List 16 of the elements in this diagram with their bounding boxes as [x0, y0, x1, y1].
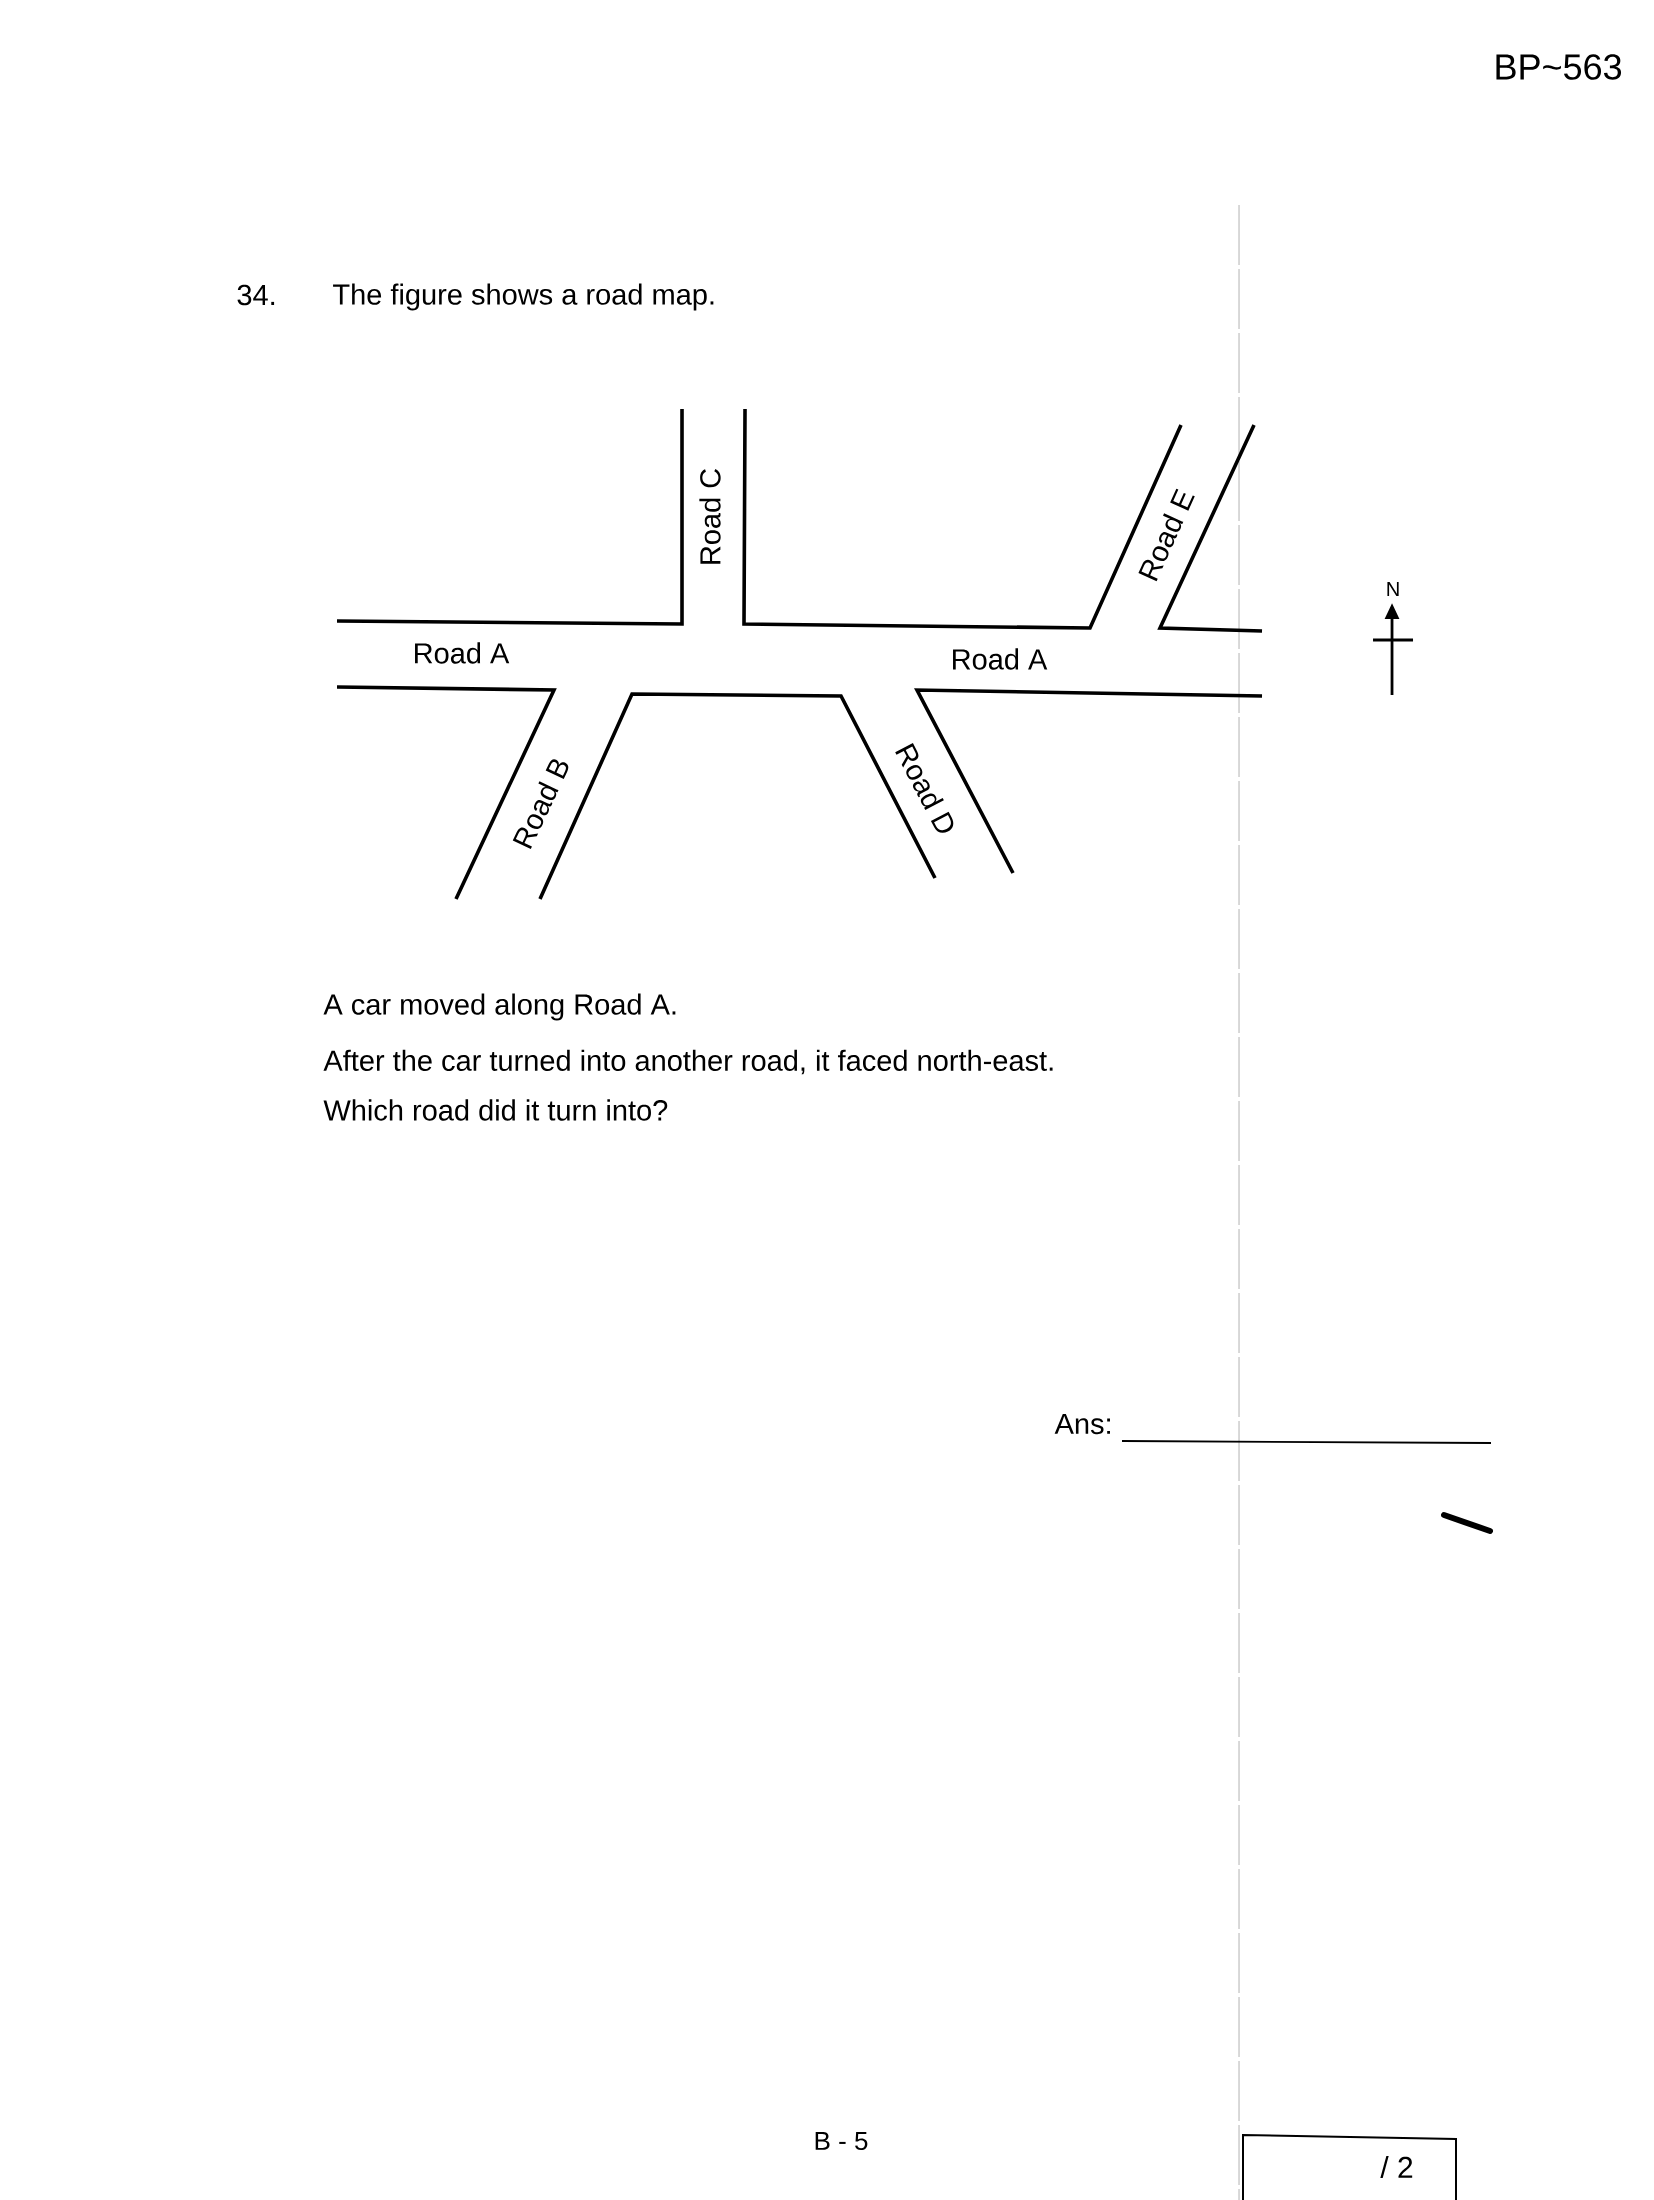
page-number: B - 5 [815, 2131, 868, 2151]
compass-letter: N [1387, 582, 1399, 596]
road-label: Road E [1138, 488, 1195, 582]
question-text: A car moved along Road A. [323, 993, 676, 1021]
question-text: Which road did it turn into? [323, 1099, 668, 1121]
answer-label: Ans: [1054, 1413, 1110, 1435]
road-label: Road D [895, 743, 954, 833]
page-code: BP~563 [1496, 54, 1622, 80]
question-text: After the car turned into another road, it faced north-east. [323, 1049, 1053, 1075]
road-label: Road B [512, 759, 569, 849]
road-label: Road C [699, 468, 721, 564]
road-label: Road A [953, 648, 1048, 670]
question-number: 34. [237, 284, 275, 306]
score-box: / 2 [1242, 2134, 1457, 2200]
question-text: The figure shows a road map. [333, 283, 714, 311]
road-label: Road A [415, 642, 510, 664]
